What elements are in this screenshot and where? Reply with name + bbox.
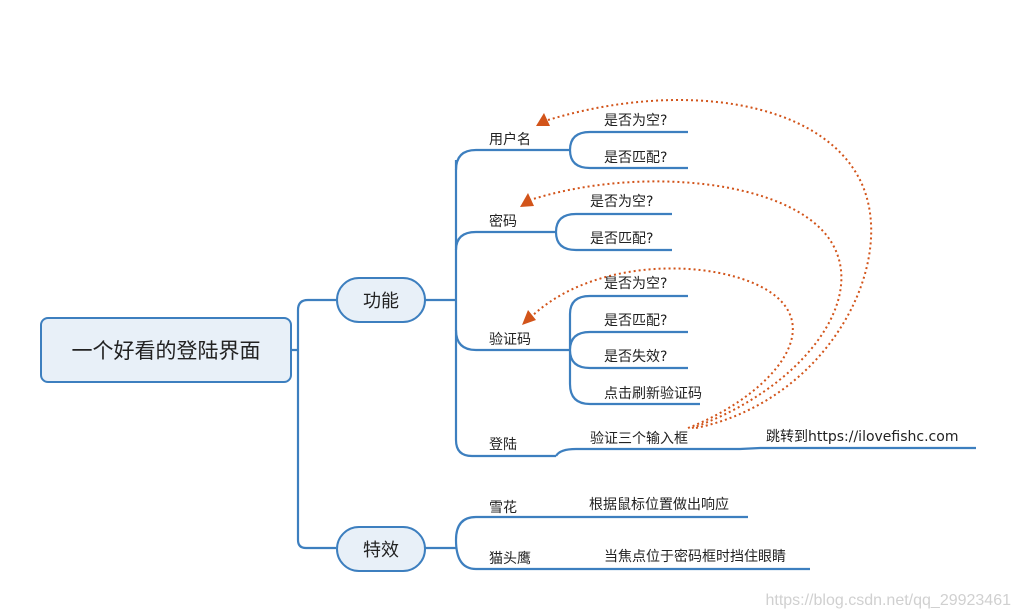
login-line <box>555 446 976 457</box>
func-captcha-link <box>454 329 570 352</box>
root-connector <box>292 298 336 550</box>
branch-effects-label: 特效 <box>363 540 399 561</box>
user-children <box>568 130 688 170</box>
branch-effects[interactable]: 特效 <box>336 526 426 572</box>
subtopic: 是否失效? <box>604 349 668 365</box>
topic-snow: 雪花 <box>489 500 517 516</box>
root-node[interactable]: 一个好看的登陆界面 <box>40 317 292 383</box>
branch-function-label: 功能 <box>363 291 399 312</box>
subtopic-redirect: 跳转到https://ilovefishc.com <box>766 429 959 445</box>
subtopic: 点击刷新验证码 <box>604 386 702 402</box>
effect-connector <box>425 515 810 571</box>
topic-captcha: 验证码 <box>489 332 531 348</box>
topic-owl: 猫头鹰 <box>489 551 531 567</box>
subtopic: 是否匹配? <box>590 231 654 247</box>
func-pwd-link <box>454 230 556 251</box>
topic-password: 密码 <box>489 214 517 230</box>
captcha-children <box>568 294 700 406</box>
subtopic: 当焦点位于密码框时挡住眼睛 <box>604 549 786 565</box>
arrow-curve-username <box>547 99 873 429</box>
func-user-link <box>454 148 570 171</box>
subtopic: 是否匹配? <box>604 150 668 166</box>
subtopic: 根据鼠标位置做出响应 <box>589 497 729 513</box>
subtopic: 是否为空? <box>604 276 668 292</box>
arrow-curve-captcha <box>529 267 794 429</box>
subtopic: 验证三个输入框 <box>590 431 688 447</box>
arrow-curve-password <box>529 180 843 429</box>
arrowhead-username <box>536 113 550 126</box>
func-connector <box>425 160 556 458</box>
subtopic: 是否匹配? <box>604 313 668 329</box>
watermark: https://blog.csdn.net/qq_29923461 <box>765 592 1011 609</box>
topic-username: 用户名 <box>489 132 531 148</box>
subtopic: 是否为空? <box>604 113 668 129</box>
topic-login: 登陆 <box>489 437 517 453</box>
arrowhead-password <box>520 193 534 207</box>
subtopic: 是否为空? <box>590 194 654 210</box>
arrowhead-captcha <box>522 310 536 325</box>
root-label: 一个好看的登陆界面 <box>71 339 261 363</box>
pwd-children <box>554 212 672 252</box>
branch-function[interactable]: 功能 <box>336 277 426 323</box>
